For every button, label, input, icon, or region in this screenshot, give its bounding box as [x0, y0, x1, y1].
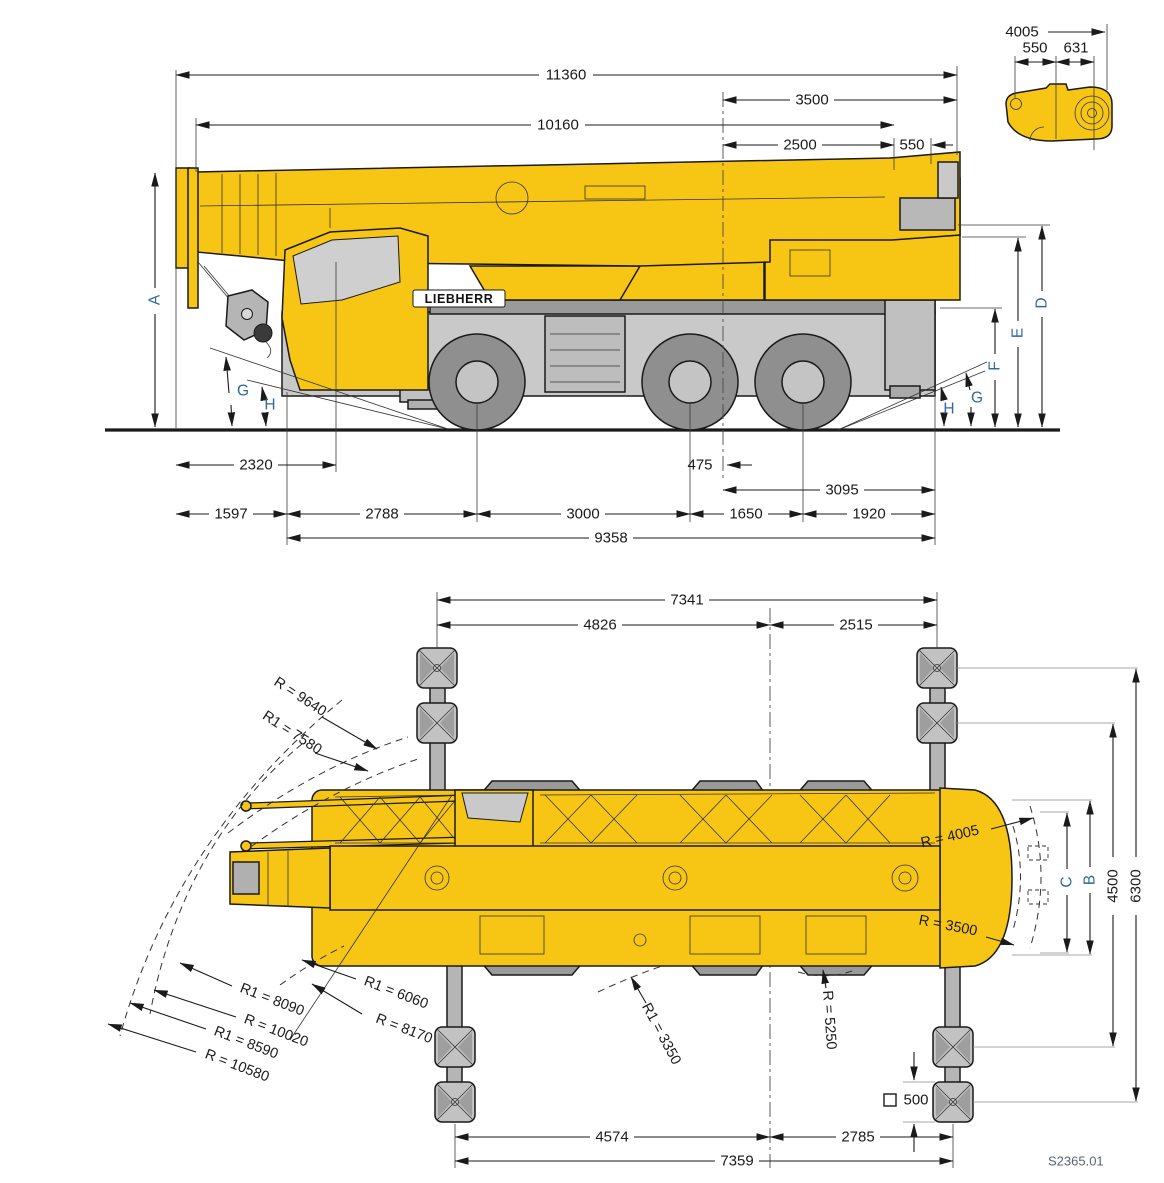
- dim-10160: 10160: [537, 117, 579, 134]
- label-d: D: [1034, 297, 1051, 308]
- liebherr-logo: LIEBHERR: [412, 289, 506, 308]
- plan-bottom-dimensions: 4574 2785 7359: [454, 1129, 954, 1170]
- label-a: A: [147, 294, 164, 305]
- dim-heights-def: D E F: [987, 225, 1051, 428]
- carrier-steps: [544, 315, 626, 393]
- dim-3095: 3095: [825, 482, 858, 499]
- pad-rear-inner: [916, 702, 958, 744]
- dim-7341: 7341: [670, 592, 703, 609]
- hook-ball: [253, 323, 273, 343]
- dim-3500: 3500: [795, 92, 828, 109]
- dim-2500: 2500: [783, 137, 816, 154]
- pad-rear-bottom-outer: [932, 1081, 974, 1123]
- boom-head-inset: 4005 550 631: [1005, 24, 1113, 150]
- pad-front-bottom-outer: [434, 1081, 476, 1123]
- dim-9358: 9358: [594, 530, 627, 547]
- pad-size-dimension: 500: [883, 1052, 929, 1152]
- inset-winch-body: [1005, 83, 1113, 142]
- angles-right: H G: [940, 372, 983, 427]
- dim-3000: 3000: [566, 506, 599, 523]
- label-h-left: H: [264, 397, 275, 414]
- label-b: B: [1082, 875, 1099, 885]
- dim-2515: 2515: [839, 617, 872, 634]
- boom-plan: [329, 845, 941, 911]
- label-h-right: H: [943, 401, 954, 418]
- pad-front-inner: [416, 702, 458, 744]
- pad-front-outer: [416, 647, 458, 689]
- drawing-number: S2365.01: [1048, 1154, 1104, 1169]
- label-e: E: [1010, 328, 1027, 338]
- side-view: LIEBHERR: [105, 66, 1060, 547]
- dim-pad-500: 500: [903, 1092, 928, 1109]
- dim-1650: 1650: [729, 506, 762, 523]
- label-g-right: G: [971, 390, 983, 407]
- dim-2785: 2785: [841, 1129, 874, 1146]
- side-top-dimensions: 11360 3500 10160 2500 550: [175, 67, 958, 154]
- radius-r1-6060: R1 = 6060: [362, 973, 431, 1012]
- radius-r1-3350: R1 = 3350: [638, 1001, 684, 1068]
- radius-r8170: R = 8170: [373, 1011, 434, 1047]
- lattice-jib: [334, 792, 936, 844]
- inset-dim-4005: 4005: [1005, 24, 1038, 41]
- dim-height-a: A: [147, 172, 164, 428]
- dim-1920: 1920: [852, 506, 885, 523]
- radius-r9640: R = 9640: [271, 674, 329, 720]
- dim-550: 550: [899, 137, 924, 154]
- logo-text: LIEBHERR: [425, 292, 494, 306]
- tail-counterweight: [939, 787, 1013, 969]
- dim-1597: 1597: [214, 506, 247, 523]
- square-symbol: [883, 1093, 897, 1107]
- side-bottom-dimensions: 2320 475 3095 1597 2788 3000 1650 1920 9…: [175, 457, 936, 547]
- plan-top-dimensions: 7341 4826 2515: [436, 592, 938, 634]
- plan-right-dimensions: C B 4500 6300: [1059, 668, 1145, 1102]
- inset-dim-550: 550: [1022, 40, 1047, 57]
- dim-2788: 2788: [365, 506, 398, 523]
- dim-7359: 7359: [720, 1153, 753, 1170]
- dim-4826: 4826: [583, 617, 616, 634]
- dim-4500: 4500: [1105, 869, 1122, 902]
- crane-plan-drawing: [229, 780, 1013, 976]
- dim-475: 475: [687, 457, 712, 474]
- swing-radius-arcs: [119, 699, 1049, 1041]
- pad-front-bottom-inner: [434, 1026, 476, 1068]
- dim-overall-length: 11360: [546, 67, 587, 84]
- plan-view: R = 9640 R1 = 7580 R1 = 8090 R = 10020 R…: [107, 592, 1145, 1170]
- inset-dim-631: 631: [1063, 40, 1088, 57]
- radius-r5250: R = 5250: [819, 990, 839, 1050]
- dim-4574: 4574: [595, 1129, 628, 1146]
- angles-left: G H: [223, 356, 276, 427]
- dim-2320: 2320: [239, 457, 272, 474]
- dim-6300: 6300: [1128, 869, 1145, 902]
- pad-rear-bottom-inner: [932, 1026, 974, 1068]
- label-f: F: [987, 361, 1004, 370]
- label-g-left: G: [237, 383, 249, 400]
- label-c: C: [1059, 876, 1076, 887]
- crane-side-drawing: LIEBHERR: [175, 151, 1001, 431]
- pad-rear-outer: [916, 647, 958, 689]
